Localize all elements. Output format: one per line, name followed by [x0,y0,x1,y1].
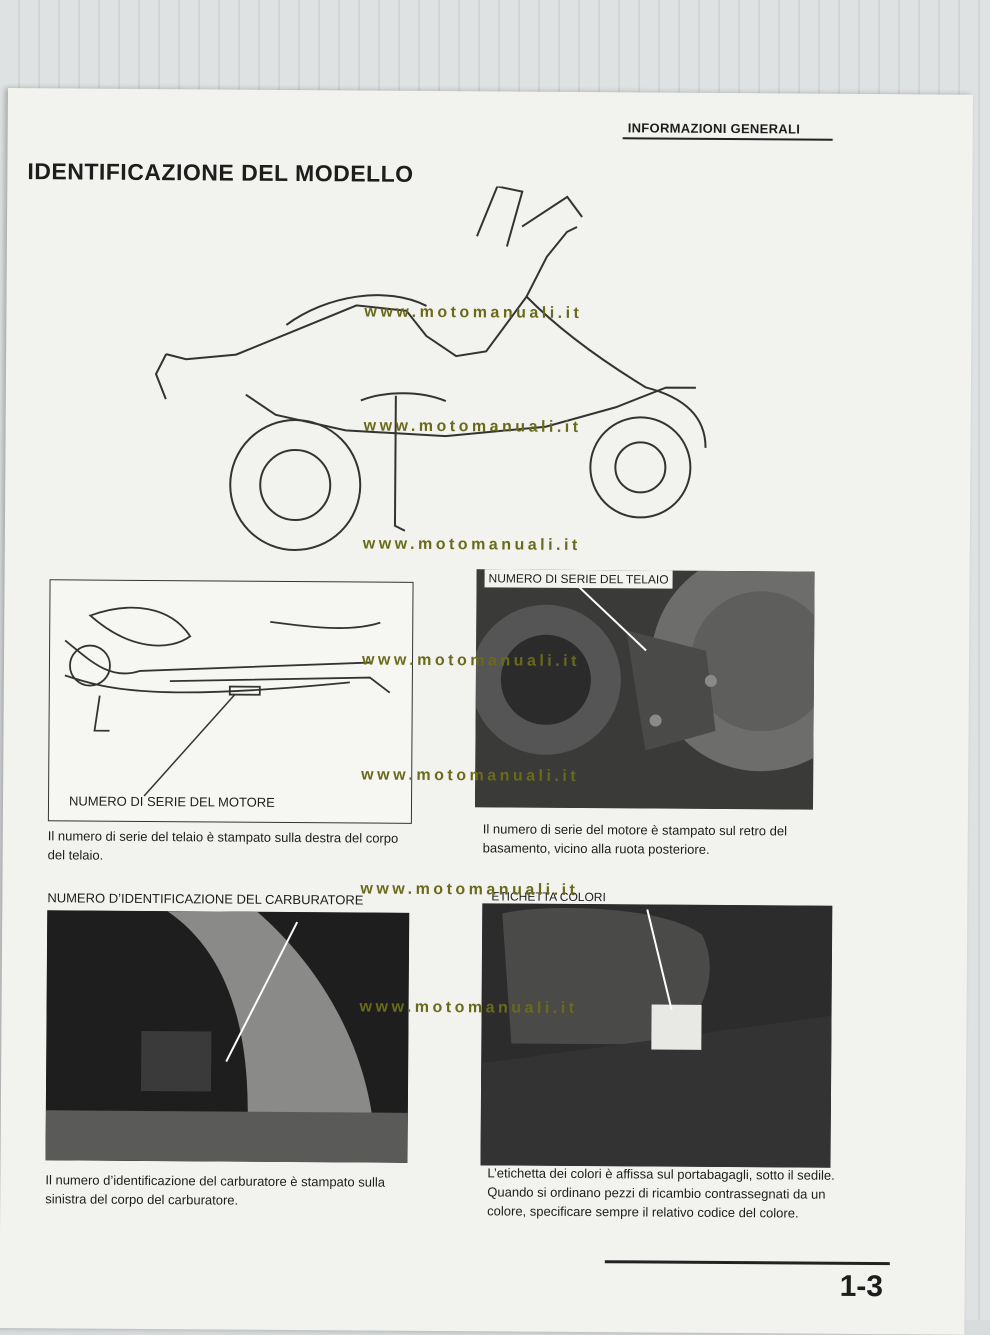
frame-serial-caption: Il numero di serie del telaio è stampato… [47,828,399,863]
frame-serial-label: NUMERO DI SERIE DEL TELAIO [484,569,673,589]
page-title: IDENTIFICAZIONE DEL MODELLO [27,158,414,187]
color-label-photo [480,903,833,1168]
carburetor-photo [45,910,410,1163]
scooter-illustration [154,185,707,552]
footer-rule [604,1260,890,1266]
watermark-text: www.motomanuali.it [363,417,582,437]
engine-serial-label: NUMERO DI SERIE DEL MOTORE [68,793,275,810]
frame-serial-photo [474,569,815,810]
storage-compartment-photo-illustration [480,903,833,1168]
carburetor-photo-illustration [45,910,410,1163]
color-label-caption: L’etichetta dei colori è affissa sul por… [487,1165,835,1221]
engine-serial-caption: Il numero di serie del motore è stampato… [482,821,788,857]
watermark-text: www.motomanuali.it [361,651,581,671]
engine-serial-diagram: NUMERO DI SERIE DEL MOTORE [47,579,414,824]
watermark-text: www.motomanuali.it [360,880,579,900]
watermark-text: www.motomanuali.it [362,535,581,555]
watermark-text: www.motomanuali.it [359,998,578,1017]
section-header: INFORMAZIONI GENERALI [627,120,801,137]
frame-line-drawing [64,606,391,797]
engine-case-photo-illustration [474,569,815,810]
carburetor-id-label: NUMERO D’IDENTIFICAZIONE DEL CARBURATORE [47,890,364,908]
page-number: 1-3 [839,1269,884,1304]
carburetor-caption: Il numero d’identificazione del carburat… [45,1172,386,1208]
manual-page: INFORMAZIONI GENERALI IDENTIFICAZIONE DE… [0,88,973,1335]
watermark-text: www.motomanuali.it [364,303,583,323]
watermark-text: www.motomanuali.it [361,766,580,786]
header-rule [622,137,833,141]
